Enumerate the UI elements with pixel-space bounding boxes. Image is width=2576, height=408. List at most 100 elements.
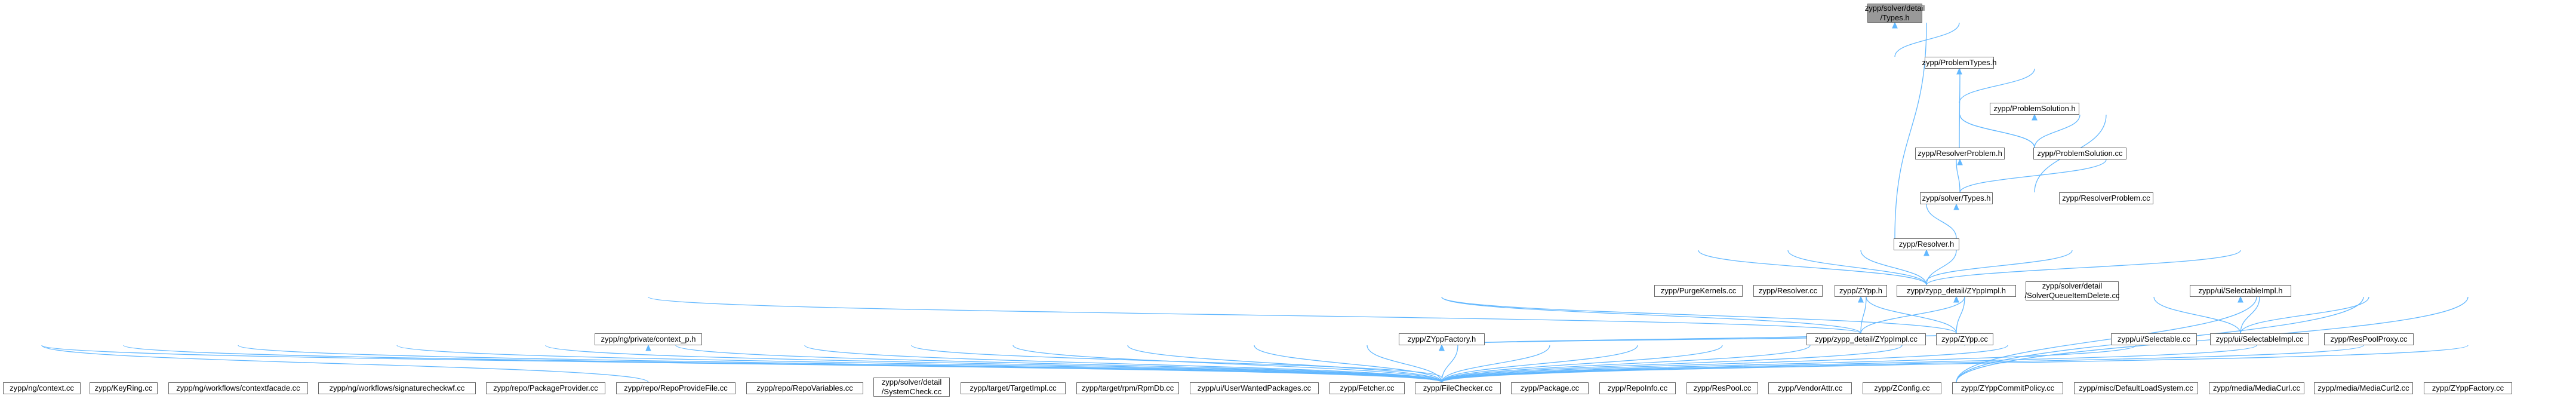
node-keyring[interactable]: zypp/KeyRing.cc: [90, 382, 158, 394]
edge-zyppfactory_h-to-zyppcommitpolicy: [1441, 345, 2008, 383]
edge-zyppfactory_h-to-targetimpl: [1012, 345, 1442, 383]
edge-arrowhead: [1953, 296, 1959, 303]
edge-resolver_h-to-zyppimpl_h: [1926, 250, 1957, 286]
edge-zyppfactory_h-to-defaultloadsystem: [1441, 345, 2137, 383]
edge-zyppfactory_h-to-repovariables: [804, 345, 1442, 383]
edge-resolverproblem_h-to-solver_types: [1956, 159, 1961, 193]
edge-zyppfactory_h-to-rpmdb: [1127, 345, 1442, 383]
edge-zypp_h-to-zyppimpl_cc: [1860, 296, 1867, 334]
edge-problemtypes-to-problemsolution_h: [1959, 68, 2035, 103]
node-contextfacade[interactable]: zypp/ng/workflows/contextfacade.cc: [168, 382, 308, 394]
edge-zyppfactory_h-to-signaturecheck: [396, 345, 1442, 383]
edge-zyppfactory_h-to-repoinfo: [1441, 345, 1638, 383]
node-purgekernels[interactable]: zypp/PurgeKernels.cc: [1654, 285, 1743, 297]
node-problemsolution-h[interactable]: zypp/ProblemSolution.h: [1990, 103, 2079, 115]
node-resolverproblem-h[interactable]: zypp/ResolverProblem.h: [1915, 148, 2005, 159]
edge-arrowhead: [1858, 296, 1864, 303]
node-zyppimpl-cc[interactable]: zypp/zypp_detail/ZYppImpl.cc: [1806, 333, 1926, 345]
edge-arrowhead: [1956, 68, 1962, 75]
edge-resolver_h-to-solverqueue: [1926, 250, 2073, 282]
edge-resolverproblem_h-to-problemsolution_h: [1959, 114, 2035, 148]
node-targetimpl[interactable]: zypp/target/TargetImpl.cc: [961, 382, 1066, 394]
edge-solver_types-to-resolver_h: [1926, 204, 1957, 239]
node-resolverproblem-cc[interactable]: zypp/ResolverProblem.cc: [2059, 192, 2153, 204]
edge-zyppfactory_h-to-zyppfactory_cc: [1441, 345, 2469, 383]
node-packageprovider[interactable]: zypp/repo/PackageProvider.cc: [486, 382, 605, 394]
edge-zyppfactory_h-to-fetcher: [1367, 345, 1442, 383]
edge-zyppfactory_h-to-contextfacade: [238, 345, 1442, 383]
edge-arrowhead: [1923, 249, 1929, 256]
edge-zyppfactory_h-to-filechecker: [1441, 345, 1458, 383]
node-zypp-h[interactable]: zypp/ZYpp.h: [1835, 285, 1887, 297]
edge-selectableimpl_h-to-selectable_cc: [2153, 296, 2241, 334]
edge-resolverproblem_h-to-resolverproblem_cc: [1959, 159, 2107, 193]
edge-context_p-to-ng_context: [41, 345, 649, 383]
edge-arrowhead: [2238, 296, 2243, 303]
node-respool[interactable]: zypp/ResPool.cc: [1686, 382, 1758, 394]
node-zypp-cc[interactable]: zypp/ZYpp.cc: [1936, 333, 1993, 345]
node-package-cc[interactable]: zypp/Package.cc: [1511, 382, 1589, 394]
edge-zyppfactory_h-to-respool: [1441, 345, 1723, 383]
edge-problemtypes-to-resolverproblem_h: [1959, 68, 1961, 148]
node-zconfig[interactable]: zypp/ZConfig.cc: [1863, 382, 1941, 394]
node-zyppcommitpolicy[interactable]: zypp/ZYppCommitPolicy.cc: [1952, 382, 2063, 394]
node-selectableimpl-cc[interactable]: zypp/ui/SelectableImpl.cc: [2210, 333, 2309, 345]
node-selectable-cc[interactable]: zypp/ui/Selectable.cc: [2111, 333, 2197, 345]
node-solver-types[interactable]: zypp/solver/Types.h: [1920, 192, 1993, 204]
edge-types_detail-to-problemtypes: [1894, 22, 1960, 57]
edge-arrowhead: [1953, 203, 1959, 210]
edge-resolver_h-to-selectableimpl_h: [1926, 250, 2241, 286]
node-context-p[interactable]: zypp/ng/private/context_p.h: [595, 333, 702, 345]
node-signaturecheck[interactable]: zypp/ng/workflows/signaturecheckwf.cc: [318, 382, 476, 394]
node-defaultloadsystem[interactable]: zypp/misc/DefaultLoadSystem.cc: [2074, 382, 2198, 394]
edge-zyppfactory_h-to-mediacurl: [1441, 345, 2257, 383]
edge-zyppimpl_h-to-zypp_cc: [1956, 296, 1965, 334]
node-respoolproxy[interactable]: zypp/ResPoolProxy.cc: [2324, 333, 2414, 345]
node-zyppfactory-cc[interactable]: zypp/ZYppFactory.cc: [2424, 382, 2512, 394]
edge-zyppfactory_h-to-vendorattr: [1441, 345, 1811, 383]
edge-selectableimpl_h-to-selectableimpl_cc: [2240, 296, 2260, 334]
edge-arrowhead: [1957, 158, 1963, 165]
node-repovariables[interactable]: zypp/repo/RepoVariables.cc: [746, 382, 863, 394]
edge-zyppimpl_h-to-zyppfactory_h: [1441, 296, 1957, 334]
edge-selectableimpl_h-to-respoolproxy: [2240, 296, 2369, 334]
edge-resolver_h-to-purgekernels: [1698, 250, 1927, 286]
edge-zyppimpl_h-to-zyppimpl_cc: [1866, 296, 1957, 334]
node-repoprovidefile[interactable]: zypp/repo/RepoProvideFile.cc: [616, 382, 735, 394]
node-systemcheck[interactable]: zypp/solver/detail /SystemCheck.cc: [873, 378, 950, 397]
edge-zyppimpl_h-to-mediacurl: [1956, 296, 2257, 383]
edge-zyppfactory_h-to-zyppimpl_cc: [1441, 333, 1867, 346]
edge-arrowhead: [1439, 344, 1445, 351]
node-userwanted[interactable]: zypp/ui/UserWantedPackages.cc: [1190, 382, 1319, 394]
node-zyppfactory-h[interactable]: zypp/ZYppFactory.h: [1399, 333, 1485, 345]
node-repoinfo[interactable]: zypp/RepoInfo.cc: [1599, 382, 1676, 394]
node-fetcher[interactable]: zypp/Fetcher.cc: [1329, 382, 1405, 394]
edge-zyppfactory_h-to-package_cc: [1441, 345, 1550, 383]
edge-zyppfactory_h-to-repoprovidefile: [675, 345, 1442, 383]
edge-zyppfactory_h-to-zconfig: [1441, 345, 1903, 383]
node-rpmdb[interactable]: zypp/target/rpm/RpmDb.cc: [1076, 382, 1179, 394]
edge-arrowhead: [645, 344, 651, 351]
node-ng-context[interactable]: zypp/ng/context.cc: [3, 382, 81, 394]
edge-problemsolution_h-to-problemsolution_cc: [2034, 114, 2081, 148]
node-resolver-cc[interactable]: zypp/Resolver.cc: [1753, 285, 1823, 297]
edge-zypp_h-to-zyppfactory_h: [1441, 296, 1861, 334]
edge-zyppfactory_h-to-mediacurl2: [1441, 345, 2364, 383]
edge-arrowhead: [2032, 113, 2038, 121]
focus-node: zypp/solver/detail /Types.h: [1864, 4, 1925, 23]
node-problemtypes[interactable]: zypp/ProblemTypes.h: [1922, 57, 1997, 69]
node-vendorattr[interactable]: zypp/VendorAttr.cc: [1768, 382, 1852, 394]
node-resolver-h[interactable]: zypp/Resolver.h: [1894, 238, 1959, 250]
node-filechecker[interactable]: zypp/FileChecker.cc: [1415, 382, 1501, 394]
node-problemsolution-cc[interactable]: zypp/ProblemSolution.cc: [2033, 148, 2126, 159]
edge-resolver_h-to-zypp_h: [1860, 250, 1927, 286]
node-mediacurl2[interactable]: zypp/media/MediaCurl2.cc: [2314, 382, 2413, 394]
edge-arrowhead: [1892, 22, 1898, 29]
node-solverqueue[interactable]: zypp/solver/detail /SolverQueueItemDelet…: [2024, 281, 2120, 300]
node-selectableimpl-h[interactable]: zypp/ui/SelectableImpl.h: [2190, 285, 2291, 297]
node-zyppimpl-h[interactable]: zypp/zypp_detail/ZYppImpl.h: [1897, 285, 2016, 297]
edge-resolver_h-to-resolver_cc: [1787, 250, 1927, 286]
node-mediacurl[interactable]: zypp/media/MediaCurl.cc: [2209, 382, 2304, 394]
edge-types_detail-to-resolver_h: [1894, 22, 1927, 239]
